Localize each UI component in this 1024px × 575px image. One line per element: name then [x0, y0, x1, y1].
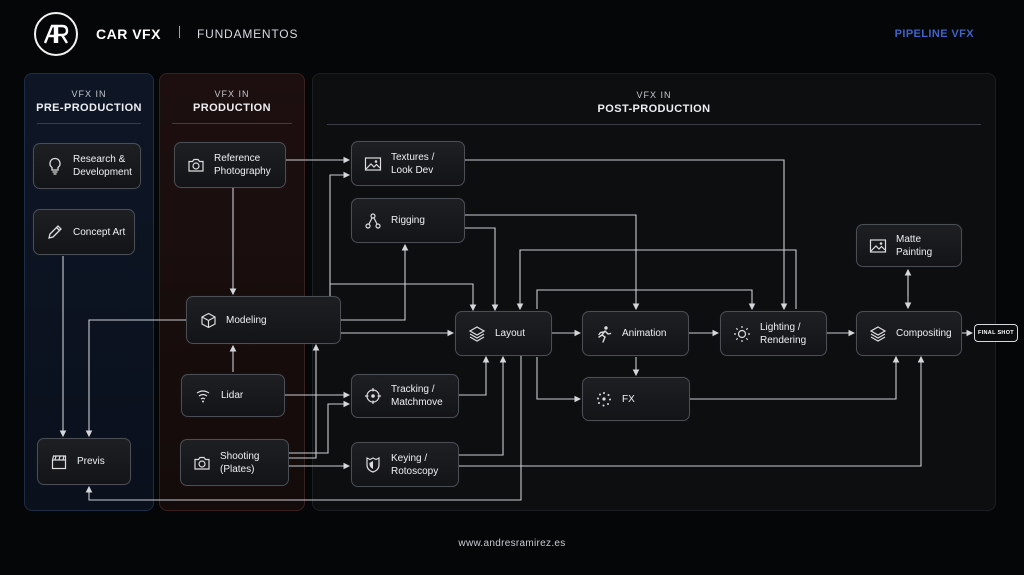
column-pre-line1: VFX IN	[71, 89, 107, 99]
node-reference-label: Reference Photography	[214, 153, 271, 177]
column-prod-line2: PRODUCTION	[193, 102, 271, 114]
wire-modeling-previs	[85, 319, 186, 438]
wire-tracking-layout	[459, 355, 490, 396]
shield-mask-icon	[364, 456, 382, 474]
node-tracking-label: Tracking / Matchmove	[391, 384, 443, 408]
node-textures-label: Textures / Look Dev	[391, 151, 435, 176]
node-fx-label: FX	[622, 393, 635, 405]
image-icon	[869, 237, 887, 255]
node-concept-label: Concept Art	[73, 226, 126, 238]
running-figure-icon	[595, 325, 613, 343]
pencil-icon	[46, 223, 64, 241]
ar-monogram-icon	[43, 24, 69, 44]
brand-title: CAR VFX	[96, 26, 161, 42]
cube-icon	[199, 311, 217, 329]
logo	[34, 12, 78, 56]
scan-waves-icon	[194, 387, 212, 405]
node-keying-rotoscopy[interactable]: Keying / Rotoscopy	[351, 442, 459, 487]
node-lidar[interactable]: Lidar	[181, 374, 285, 417]
layers-icon	[468, 325, 486, 343]
header-subtitle: FUNDAMENTOS	[197, 27, 299, 41]
node-rigging[interactable]: Rigging	[351, 198, 465, 243]
wire-modeling-rigging	[341, 243, 409, 321]
wire-shooting-tracking	[289, 400, 351, 454]
node-textures-lookdev[interactable]: Textures / Look Dev	[351, 141, 465, 186]
node-previs-label: Previs	[77, 456, 105, 467]
node-lighting-label: Lighting / Rendering	[760, 321, 807, 346]
wire-textures-lighting	[465, 159, 788, 311]
column-pre-line2: PRE-PRODUCTION	[36, 102, 142, 114]
node-lidar-label: Lidar	[221, 390, 244, 401]
final-shot-badge[interactable]: FINAL SHOT	[974, 324, 1018, 342]
node-shooting-label: Shooting (Plates)	[220, 450, 260, 475]
node-layout-label: Layout	[495, 328, 526, 339]
wire-keying-compositing	[459, 355, 925, 467]
clapperboard-icon	[50, 453, 68, 471]
column-post-heading: VFX IN POST-PRODUCTION	[313, 90, 995, 115]
column-pre-heading: VFX IN PRE-PRODUCTION	[25, 89, 153, 114]
wire-rigging-animation	[465, 214, 640, 311]
node-layout[interactable]: Layout	[455, 311, 552, 356]
wire-keying-layout	[459, 355, 507, 456]
node-modeling-label: Modeling	[226, 314, 267, 326]
node-lighting-rendering[interactable]: Lighting / Rendering	[720, 311, 827, 356]
node-compositing-label: Compositing	[896, 328, 952, 339]
column-prod-rule	[172, 123, 292, 124]
wire-rigging-modeling-link	[330, 283, 477, 312]
node-fx[interactable]: FX	[582, 377, 690, 421]
node-matte-painting[interactable]: Matte Painting	[856, 224, 962, 267]
column-post-line2: POST-PRODUCTION	[597, 103, 711, 115]
column-post-rule	[327, 124, 981, 125]
wire-layout-lighting	[536, 289, 756, 311]
wire-layout-fx	[536, 357, 582, 403]
node-research[interactable]: Research & Development	[33, 143, 141, 189]
column-prod-line1: VFX IN	[214, 89, 250, 99]
lightbulb-icon	[46, 157, 64, 175]
camera-icon	[193, 454, 211, 472]
pipeline-tag: PIPELINE VFX	[894, 28, 974, 40]
column-pre-rule	[37, 123, 141, 124]
node-animation[interactable]: Animation	[582, 311, 689, 356]
footer-url[interactable]: www.andresramirez.es	[458, 538, 566, 549]
wire-layout-previs	[85, 345, 522, 501]
node-research-label: Research & Development	[73, 154, 132, 178]
column-post-line1: VFX IN	[636, 90, 672, 100]
node-animation-label: Animation	[622, 328, 667, 339]
node-modeling[interactable]: Modeling	[186, 296, 341, 344]
camera-icon	[187, 156, 205, 174]
particles-icon	[595, 390, 613, 408]
wire-lighting-layout	[516, 249, 797, 311]
image-icon	[364, 155, 382, 173]
node-concept-art[interactable]: Concept Art	[33, 209, 135, 255]
node-shooting-plates[interactable]: Shooting (Plates)	[180, 439, 289, 486]
wire-rigging-layout	[465, 227, 499, 312]
node-rigging-label: Rigging	[391, 215, 425, 226]
wire-modeling-textures	[329, 171, 351, 297]
rig-joints-icon	[364, 212, 382, 230]
wire-fx-compositing	[690, 355, 900, 400]
crosshair-icon	[364, 387, 382, 405]
wire-shooting-layout	[289, 343, 320, 459]
node-matte-label: Matte Painting	[896, 233, 933, 258]
header-divider	[179, 26, 180, 38]
layers-icon	[869, 325, 887, 343]
node-tracking-matchmove[interactable]: Tracking / Matchmove	[351, 374, 459, 418]
node-reference-photography[interactable]: Reference Photography	[174, 142, 286, 188]
node-compositing[interactable]: Compositing	[856, 311, 962, 356]
node-keying-label: Keying / Rotoscopy	[391, 452, 439, 477]
node-previs[interactable]: Previs	[37, 438, 131, 485]
sun-icon	[733, 325, 751, 343]
column-prod-heading: VFX IN PRODUCTION	[160, 89, 304, 114]
